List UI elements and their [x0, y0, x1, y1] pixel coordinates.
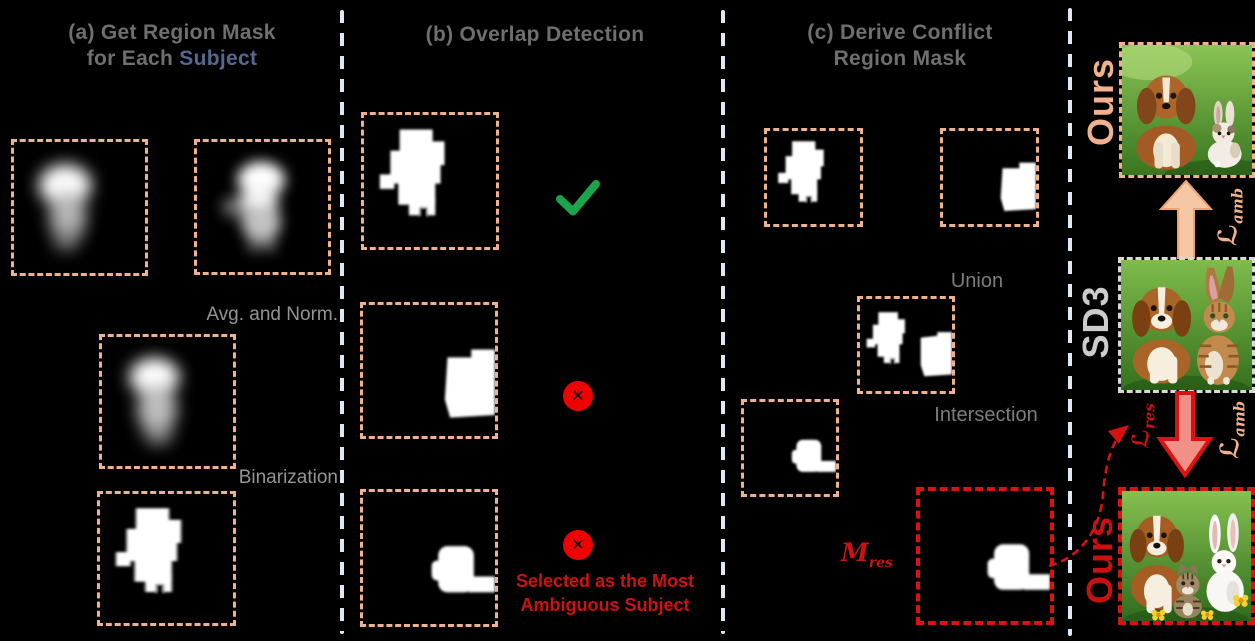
mres-to-lres-arrowhead [1108, 425, 1129, 444]
binary-mask-b1 [379, 129, 445, 220]
mask-box-intersection [741, 399, 839, 497]
sd3-photo [1121, 260, 1252, 390]
mask-box-b2 [360, 302, 498, 439]
panel-b-title: (b) Overlap Detection [425, 23, 645, 46]
ours-top-label: Ours [1080, 57, 1121, 147]
panel-c-title-line2: Region Mask [833, 47, 967, 71]
conflict-mask-box [916, 487, 1054, 625]
conflict-mask [987, 544, 1050, 590]
panel-a-title-line1: (a) Get Region Mask [68, 21, 276, 44]
flower-3 [1200, 610, 1214, 620]
union-label: Union [950, 270, 1004, 292]
flower-1 [1151, 609, 1166, 621]
union-mask [860, 299, 952, 391]
mres-label: Mres [841, 538, 893, 571]
binary-mask-b3 [431, 546, 495, 593]
binary-mask-1 [115, 508, 182, 596]
binary-mask-b2 [444, 349, 495, 418]
soft-mask-2 [221, 161, 285, 252]
cross-icon-2: ✕ [563, 530, 593, 560]
ours-bottom-label: Ours [1079, 515, 1120, 605]
intersection-label: Intersection [934, 404, 1038, 426]
flower-2 [1233, 594, 1249, 607]
mask-box-union [857, 296, 955, 394]
ours-top-image [1119, 42, 1255, 178]
mask-box-a3 [99, 334, 236, 469]
binary-mask-c1 [778, 141, 824, 205]
ours-bottom-image [1118, 487, 1255, 625]
amb-loss-up-arrow [1157, 179, 1215, 264]
mask-box-a1 [11, 139, 148, 276]
mask-box-a4 [97, 491, 236, 626]
binary-mask-c2 [1000, 162, 1036, 211]
intersection-mask [791, 439, 836, 472]
mask-box-b1 [361, 112, 499, 250]
soft-mask-3 [129, 357, 180, 446]
mask-box-c2 [940, 128, 1039, 227]
separator-b-c [721, 10, 725, 634]
cross-icon-1: ✕ [563, 381, 593, 411]
avg-norm-label: Avg. and Norm. [206, 304, 338, 325]
loss-amb-bottom-label: ℒamb [1215, 400, 1249, 460]
selected-note-line1: Selected as the Most [515, 571, 695, 591]
loss-amb-top-label: ℒamb [1213, 187, 1247, 247]
panel-a-title: (a) Get Region Mask for Each Subject [0, 20, 344, 73]
mask-box-a2 [194, 139, 331, 275]
ours-top-photo [1122, 45, 1252, 175]
soft-mask-1 [38, 164, 92, 251]
sd3-image [1118, 257, 1255, 393]
subject-highlight: Subject [179, 47, 258, 71]
panel-c-title-line1: (c) Derive Conflict [807, 21, 993, 44]
ours-bottom-photo [1122, 491, 1251, 621]
res-loss-down-arrow [1155, 391, 1215, 484]
separator-c-right [1068, 8, 1072, 636]
sd3-label: SD3 [1075, 285, 1116, 359]
mask-box-b3 [360, 489, 498, 627]
selected-note-line2: Ambiguous Subject [520, 595, 690, 616]
loss-res-label: ℒres [1127, 403, 1159, 449]
panel-c-title: (c) Derive Conflict Region Mask [740, 20, 1060, 73]
mask-box-c1 [764, 128, 863, 227]
check-icon [556, 180, 600, 216]
binarization-label: Binarization [238, 467, 338, 488]
panel-a-title-line2: for Each Subject [86, 47, 258, 71]
selected-note: Selected as the Most Ambiguous Subject [490, 569, 720, 618]
separator-a-b [340, 10, 344, 634]
